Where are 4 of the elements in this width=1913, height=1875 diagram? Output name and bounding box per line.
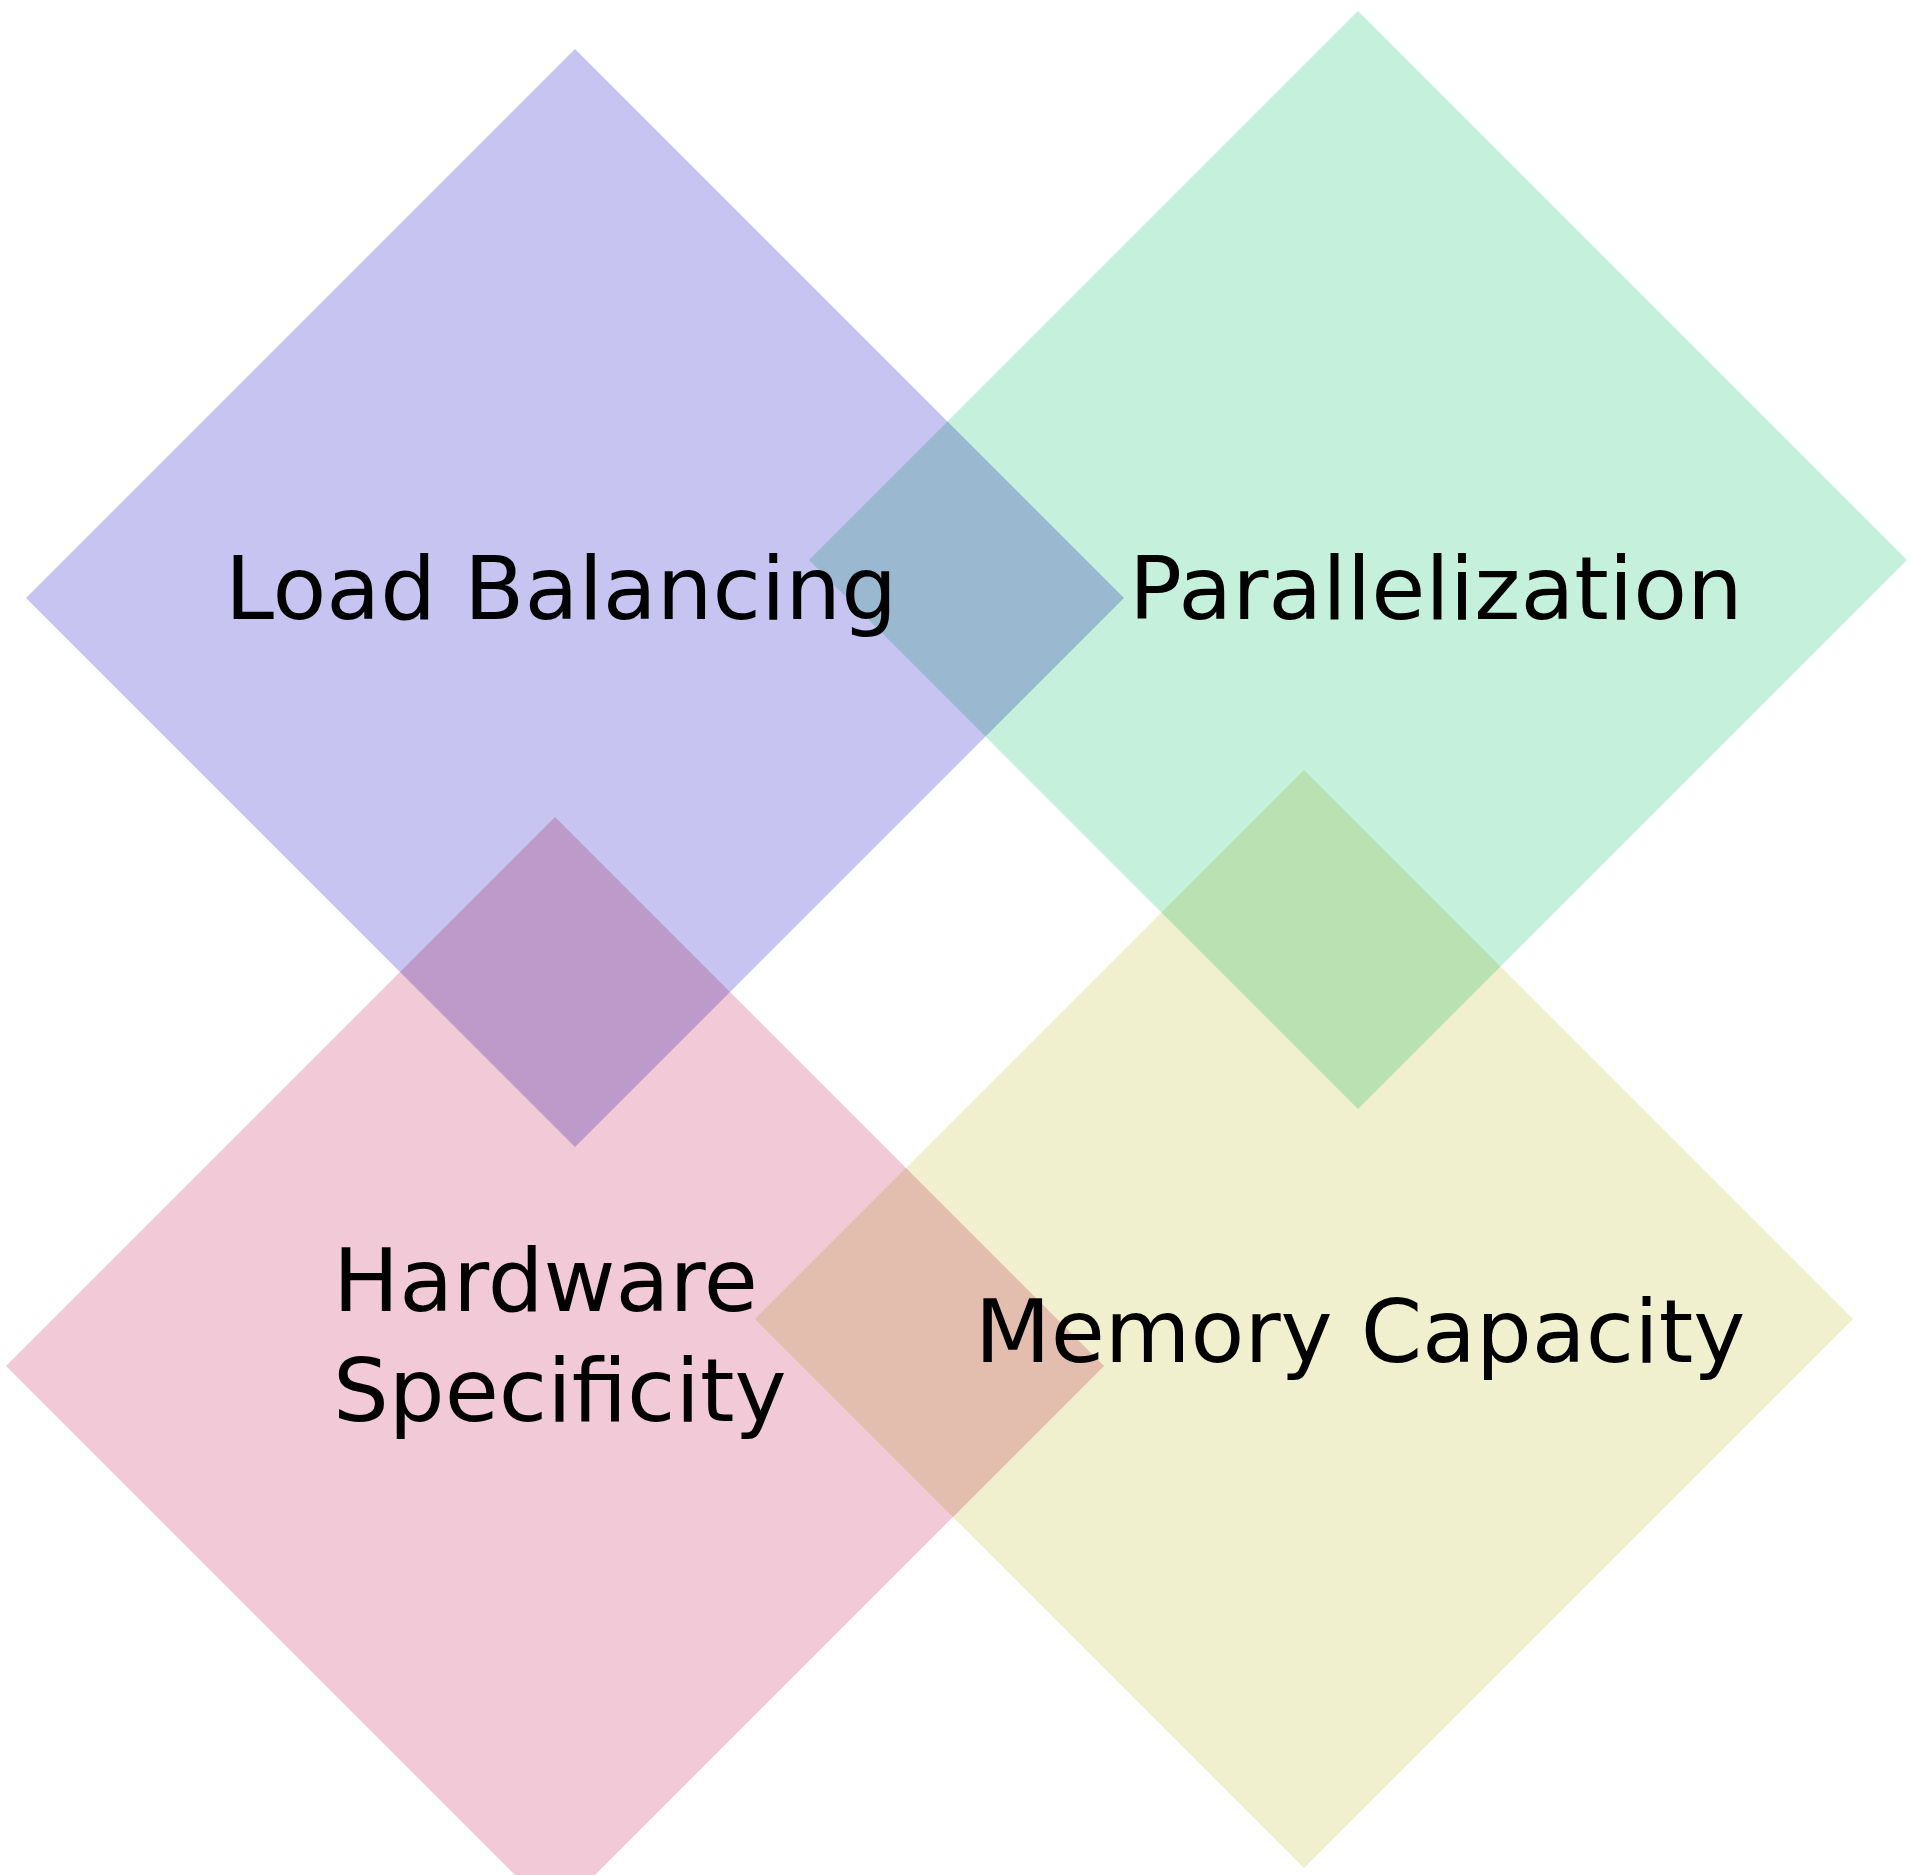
diamond-label: Hardware Specificity (333, 1228, 788, 1444)
diamond-label: Parallelization (1129, 536, 1743, 642)
diamond-label: Load Balancing (225, 536, 897, 642)
diamond-label: Memory Capacity (974, 1279, 1746, 1385)
